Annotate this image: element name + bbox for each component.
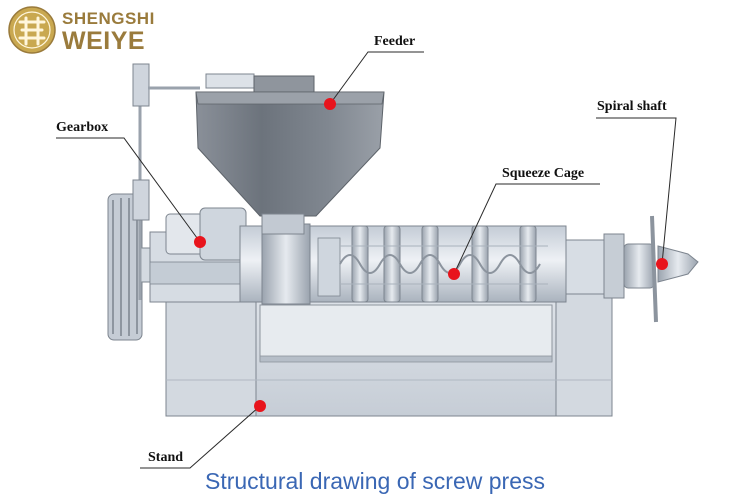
front-end-assembly <box>565 215 699 323</box>
marker-stand <box>254 400 266 412</box>
label-feeder: Feeder <box>374 34 416 49</box>
linkage-rod <box>132 63 255 300</box>
label-gearbox: Gearbox <box>56 120 109 135</box>
diagram-caption: Structural drawing of screw press <box>204 468 545 494</box>
label-stand: Stand <box>148 450 184 465</box>
label-spiral-shaft: Spiral shaft <box>597 99 667 114</box>
leader-stand <box>140 405 261 469</box>
marker-gearbox <box>194 236 206 248</box>
leader-gearbox <box>56 137 201 243</box>
leader-feeder <box>329 51 424 105</box>
leader-lines <box>56 51 677 469</box>
marker-squeeze-cage <box>448 268 460 280</box>
brand-logo-icon <box>8 6 56 54</box>
gearbox-body <box>149 207 255 303</box>
stand-body <box>165 255 613 417</box>
brand-name-line2: WEIYE <box>62 27 146 55</box>
marker-feeder <box>324 98 336 110</box>
label-squeeze-cage: Squeeze Cage <box>502 166 585 181</box>
leader-squeeze-cage <box>453 183 600 275</box>
leader-spiral-shaft <box>596 117 677 265</box>
brand-name-line1: SHENGSHI <box>62 9 155 28</box>
press-barrel <box>239 223 567 305</box>
marker-dots <box>194 98 668 412</box>
marker-spiral-shaft <box>656 258 668 270</box>
squeeze-cage-rings <box>339 225 548 303</box>
